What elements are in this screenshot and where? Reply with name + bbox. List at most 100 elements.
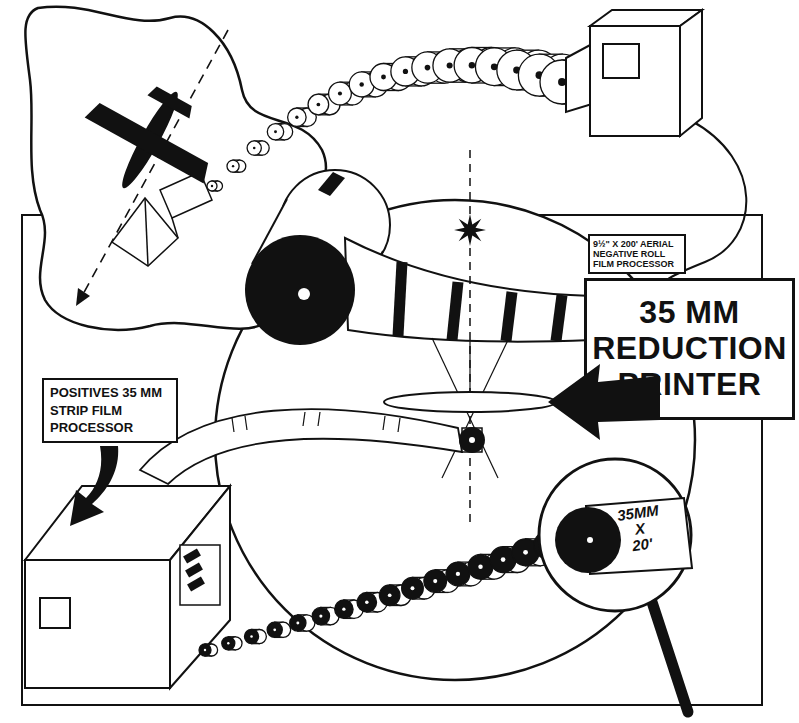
roll-hub <box>456 572 460 576</box>
roll-hub <box>478 565 482 569</box>
magnifier-part <box>587 537 593 543</box>
printer-take-up-roll <box>459 427 485 453</box>
positive-strip-part-part <box>245 416 247 430</box>
roll-hub <box>317 103 321 107</box>
negative-processor <box>566 10 746 300</box>
positive-processor-part-part <box>180 545 220 605</box>
positive-processor-part <box>25 560 170 688</box>
optical-axis <box>469 150 471 525</box>
roll-hub <box>411 586 415 590</box>
film-strip-part <box>345 238 592 342</box>
roll-hub <box>425 65 431 71</box>
airplane-part <box>147 85 195 119</box>
negative-processor-part <box>590 26 680 136</box>
roll-face <box>335 600 353 618</box>
positive-processor <box>25 486 230 688</box>
roll-face <box>244 630 258 644</box>
positive-processor-part-part <box>185 563 203 578</box>
roll-hub <box>295 116 298 119</box>
film-roll-part <box>318 172 345 196</box>
film-strip-part <box>506 292 512 341</box>
roll-face <box>288 108 307 127</box>
roll-face <box>402 577 424 599</box>
positive-rolls <box>199 531 577 656</box>
roll-hub <box>253 147 256 150</box>
roll-hub <box>319 615 322 618</box>
roll-hub <box>558 78 566 86</box>
flight-cloud-part <box>76 288 90 306</box>
film-strip <box>345 238 592 342</box>
film-strip-part <box>398 262 402 336</box>
negative-processor-part <box>566 44 592 112</box>
film-roll-face <box>245 235 355 345</box>
roll-face <box>267 622 282 637</box>
airplane <box>64 59 236 221</box>
positive-strip-part-part <box>232 418 234 432</box>
positive-processor-part <box>40 598 70 628</box>
printer-take-up-roll-part <box>469 437 475 443</box>
roll-hub <box>342 608 345 611</box>
positive-processor-part <box>180 545 220 605</box>
positive-processor-part-part <box>183 549 201 564</box>
roll-hub <box>232 165 234 167</box>
roll-hub <box>273 628 276 631</box>
negative-rolls <box>207 48 608 192</box>
roll-hub <box>296 622 299 625</box>
node-text: 9½" X 200' AERIAL NEGATIVE ROLL FILM PRO… <box>593 239 681 269</box>
film-can-label: 35MM X 20' <box>609 501 671 556</box>
positive-strip-part-part <box>318 412 320 426</box>
roll-hub <box>523 550 528 555</box>
roll-face <box>357 593 376 612</box>
roll-face <box>222 637 235 650</box>
positive-processor-part <box>170 486 230 688</box>
negative-processor-part <box>680 10 702 136</box>
roll-face <box>446 562 470 586</box>
positive-strip-part <box>232 412 400 432</box>
roll-hub <box>204 649 206 651</box>
airplane-part <box>85 100 214 183</box>
roll-face <box>308 94 329 115</box>
process-label-box: POSITIVES 35 MM STRIP FILM PROCESSOR <box>42 378 178 443</box>
negative-processor-part <box>603 44 639 78</box>
positive-strip-part-part <box>303 412 305 426</box>
roll-hub <box>211 185 213 187</box>
roll-hub <box>338 92 342 96</box>
roll-hub <box>403 69 408 74</box>
film-roll-face-part <box>298 288 310 300</box>
roll-hub <box>433 579 437 583</box>
light-burst <box>454 214 486 246</box>
positive-processor-part <box>183 549 205 592</box>
roll-hub <box>365 600 369 604</box>
roll-face <box>424 570 447 593</box>
roll-hub <box>501 557 506 562</box>
roll-face <box>290 615 306 631</box>
positive-strip <box>140 409 462 484</box>
roll-hub <box>381 75 386 80</box>
flight-cloud-part <box>82 30 228 296</box>
film-strip-part <box>452 282 458 340</box>
roll-hub <box>250 635 253 638</box>
roll-hub <box>227 642 229 644</box>
magnifier-part <box>539 459 691 611</box>
roll-face <box>468 554 493 579</box>
positive-strip-part-part <box>383 416 385 430</box>
aerial-camera-part <box>172 218 178 238</box>
roll-face <box>247 141 261 155</box>
positive-strip-part-part <box>398 418 400 432</box>
positive-processor-part-part <box>187 577 205 592</box>
roll-hub <box>469 62 475 68</box>
light-burst-star <box>454 214 486 246</box>
processor-pointer-arrow <box>70 446 118 526</box>
magnifier-part <box>652 602 688 712</box>
magnifier-part <box>555 507 621 573</box>
roll-face <box>199 644 211 656</box>
magnifier <box>539 459 692 712</box>
process-label-box: 9½" X 200' AERIAL NEGATIVE ROLL FILM PRO… <box>588 234 686 274</box>
positive-strip-part <box>140 409 462 484</box>
lens <box>384 392 556 412</box>
roll-face <box>207 181 217 191</box>
roll-hub <box>274 130 277 133</box>
film-roll-face-part <box>245 235 355 345</box>
